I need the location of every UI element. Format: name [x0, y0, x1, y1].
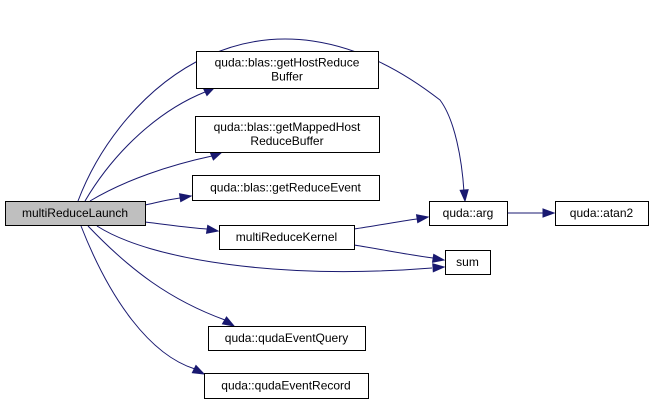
- node-qudaEventRecord[interactable]: quda::qudaEventRecord: [204, 373, 369, 399]
- edge-root-to-sum: [96, 225, 446, 273]
- node-qudaEventQuery[interactable]: quda::qudaEventQuery: [208, 326, 366, 351]
- node-label: multiReduceKernel: [236, 230, 337, 244]
- edge-root-to-qudaEventQuery: [87, 225, 236, 327]
- edge-line: [77, 38, 465, 202]
- node-label: quda::blas::getReduceEvent: [210, 181, 361, 195]
- node-label: quda::qudaEventQuery: [225, 331, 348, 345]
- node-box[interactable]: [196, 51, 379, 89]
- node-box[interactable]: [208, 326, 366, 351]
- node-label: Buffer: [271, 70, 303, 84]
- node-label: quda::atan2: [570, 206, 634, 220]
- arrowhead-icon: [191, 364, 206, 375]
- edge-arg-to-atan2: [507, 208, 556, 218]
- edge-line: [87, 225, 226, 321]
- node-root[interactable]: multiReduceLaunch: [5, 201, 146, 226]
- edge-root-to-getMappedHostReduceBuffer: [89, 151, 224, 202]
- edge-line: [96, 225, 433, 272]
- arrowhead-icon: [415, 214, 430, 224]
- edge-root-to-qudaEventRecord: [80, 225, 206, 375]
- node-label: quda::qudaEventRecord: [221, 379, 350, 393]
- node-box[interactable]: [195, 116, 380, 153]
- node-box[interactable]: [5, 201, 146, 226]
- edge-root-to-getReduceEvent: [144, 193, 193, 206]
- arrowhead-icon: [221, 316, 236, 327]
- arrowhead-icon: [432, 263, 446, 273]
- arrowhead-icon: [209, 151, 224, 161]
- edge-line: [89, 155, 213, 202]
- node-box[interactable]: [555, 201, 649, 226]
- edge-line: [84, 91, 206, 202]
- arrowhead-icon: [459, 189, 469, 203]
- arrowhead-icon: [205, 224, 220, 234]
- edge-multiReduceKernel-to-sum: [353, 244, 446, 263]
- edge-line: [80, 225, 196, 370]
- node-label: quda::blas::getMappedHost: [214, 120, 361, 134]
- arrowhead-icon: [542, 208, 556, 218]
- edge-line: [353, 218, 418, 230]
- node-label: sum: [456, 255, 479, 269]
- arrowhead-icon: [431, 253, 446, 263]
- edge-line: [144, 221, 208, 230]
- edge-line: [353, 244, 434, 259]
- edge-root-to-arg: [77, 38, 469, 203]
- node-sum[interactable]: sum: [445, 250, 491, 275]
- node-arg[interactable]: quda::arg: [429, 201, 508, 226]
- arrowhead-icon: [178, 193, 193, 203]
- node-label: quda::arg: [443, 206, 494, 220]
- node-box[interactable]: [192, 175, 380, 201]
- node-box[interactable]: [429, 201, 508, 226]
- node-atan2[interactable]: quda::atan2: [555, 201, 649, 226]
- node-label: ReduceBuffer: [250, 134, 323, 148]
- node-label: multiReduceLaunch: [22, 206, 128, 220]
- node-box[interactable]: [204, 373, 369, 399]
- edge-root-to-multiReduceKernel: [144, 221, 220, 234]
- node-label: quda::blas::getHostReduce: [215, 56, 360, 70]
- node-multiReduceKernel[interactable]: multiReduceKernel: [219, 225, 355, 250]
- node-getReduceEvent[interactable]: quda::blas::getReduceEvent: [192, 175, 380, 201]
- edge-line: [144, 197, 181, 206]
- node-box[interactable]: [445, 250, 491, 275]
- edge-multiReduceKernel-to-arg: [353, 214, 430, 230]
- node-box[interactable]: [219, 225, 355, 250]
